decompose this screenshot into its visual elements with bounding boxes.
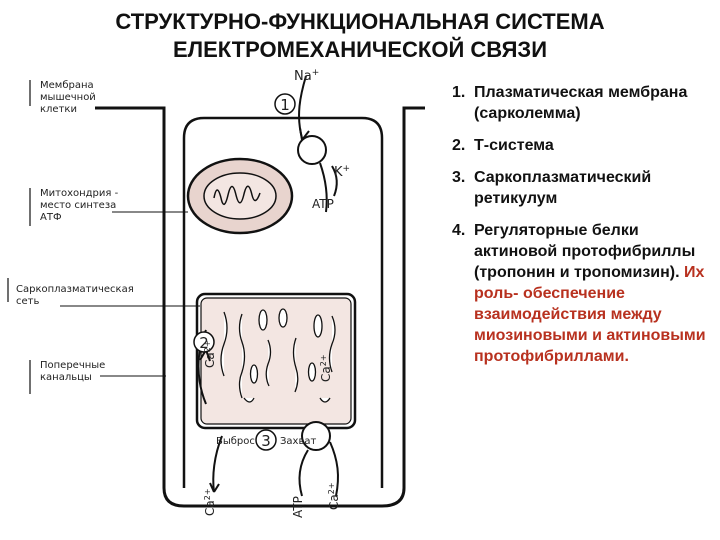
membrane-inner <box>182 116 384 488</box>
list-item-text: Саркоплазматический ретикулум <box>474 169 652 207</box>
step-markers: 1 2 3 <box>193 93 296 451</box>
atp-top-label: ATP <box>312 197 334 211</box>
ca-left-label: Ca2+ <box>203 340 217 368</box>
list-item-number: 1. <box>452 84 466 101</box>
list-item: 2. Т-система <box>452 135 714 156</box>
list-item: 3. Саркоплазматический ретикулум <box>452 167 714 209</box>
list-item-text: Т-система <box>474 137 554 154</box>
list-item-text-red-cont: обеспечение взаимодействия между миозино… <box>474 285 706 365</box>
list-item: 1. Плазматическая мембрана (сарколемма) <box>452 82 714 124</box>
transport-pumps <box>197 75 339 497</box>
release-label: Выброс <box>216 436 255 447</box>
muscle-cell-diagram: 1 2 3 Na+ K+ ATP Ca2+ Ca2+ Выброс Захват… <box>7 68 425 518</box>
membrane-outer <box>95 106 425 508</box>
marker-3: 3 <box>255 429 277 451</box>
title-line-2: ЕЛЕКТРОМЕХАНИЧЕСКОЙ СВЯЗИ <box>172 37 548 62</box>
marker-2: 2 <box>193 331 215 353</box>
ca-uptake-pump <box>301 421 331 451</box>
ca-bottom-right-label: Ca2+ <box>327 482 341 510</box>
ca-right-label: Ca2+ <box>319 354 333 382</box>
uptake-label: Захват <box>280 436 316 447</box>
list-item-text-red: Их роль- <box>474 264 705 302</box>
marker-1: 1 <box>274 93 296 115</box>
list-item-number: 3. <box>452 169 466 186</box>
mitochondrion <box>186 157 294 235</box>
atp-bottom-label: ATP <box>291 496 305 518</box>
cell-membrane <box>95 106 425 508</box>
na-label: Na+ <box>294 68 319 84</box>
svg-text:1: 1 <box>280 96 290 114</box>
sr-tubules <box>220 308 336 403</box>
ion-labels: Na+ K+ ATP Ca2+ Ca2+ Выброс Захват Ca2+ … <box>203 68 350 518</box>
ca-bottom-label: Ca2+ <box>203 488 217 516</box>
sarcoplasmic-reticulum <box>195 292 357 430</box>
svg-text:3: 3 <box>261 432 271 450</box>
list-item-text: Плазматическая мембрана (сарколемма) <box>474 84 688 122</box>
list-item-number: 2. <box>452 137 466 154</box>
list-item-number: 4. <box>452 222 466 239</box>
page-title: СТРУКТУРНО-ФУНКЦИОНАЛЬНАЯ СИСТЕМА ЕЛЕКТР… <box>0 8 720 64</box>
k-label: K+ <box>334 164 350 180</box>
na-k-pump <box>297 135 327 165</box>
title-line-1: СТРУКТУРНО-ФУНКЦИОНАЛЬНАЯ СИСТЕМА <box>115 9 605 34</box>
list-item: 4. Регуляторные белки актиновой протофиб… <box>452 220 714 367</box>
list-item-text-black: Регуляторные белки актиновой протофибрил… <box>474 222 696 281</box>
svg-text:2: 2 <box>199 334 209 352</box>
list-item-text: Регуляторные белки актиновой протофибрил… <box>474 220 714 367</box>
numbered-list: 1. Плазматическая мембрана (сарколемма) … <box>452 82 714 378</box>
